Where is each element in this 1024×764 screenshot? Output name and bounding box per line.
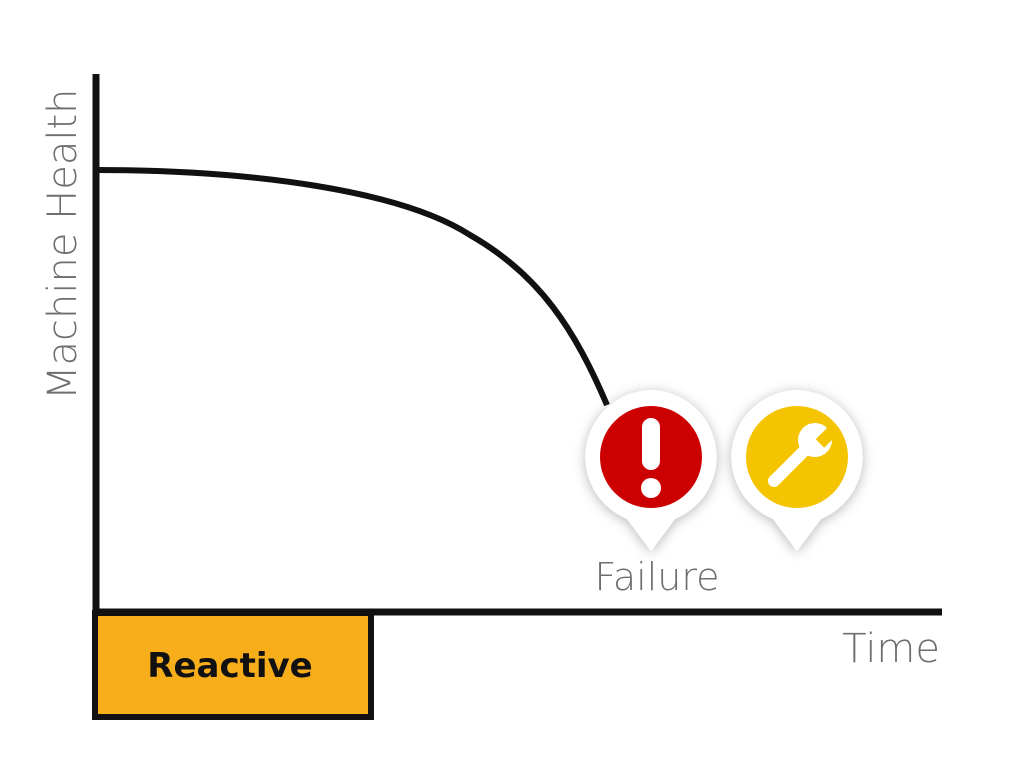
wrench-icon: [768, 423, 837, 487]
reactive-box: [92, 610, 374, 720]
reactive-label: Reactive: [147, 646, 312, 686]
exclamation-icon: [641, 418, 661, 498]
failure-label: Failure: [594, 555, 719, 599]
health-decline-curve: [95, 167, 610, 407]
y-axis-label: Machine Health: [40, 88, 86, 400]
x-axis-label: Time: [842, 626, 940, 672]
